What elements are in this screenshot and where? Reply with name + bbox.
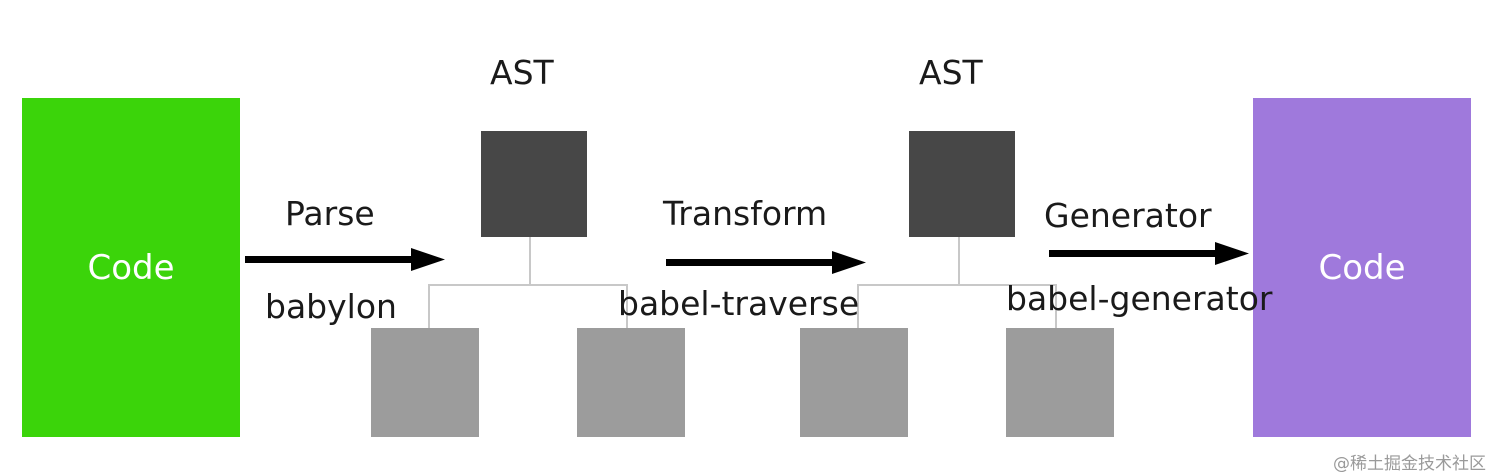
generator-arrow: [1049, 242, 1249, 265]
ast-left-drop-right: [626, 284, 628, 328]
ast-right-stem: [958, 237, 960, 285]
ast-right-child-node: [800, 328, 908, 437]
generator-tool-label: babel-generator: [1006, 279, 1273, 318]
transform-step-label: Transform: [663, 194, 828, 233]
parse-tool-label: babylon: [265, 287, 397, 326]
ast-right-drop-left: [857, 284, 859, 328]
output-code-label: Code: [1318, 247, 1406, 288]
parse-step-label: Parse: [285, 194, 375, 233]
ast-left-drop-left: [428, 284, 430, 328]
ast-right-branch: [857, 284, 1057, 286]
transform-tool-label: babel-traverse: [618, 284, 860, 323]
output-code-box: Code: [1253, 98, 1471, 437]
ast-right-title: AST: [919, 53, 983, 92]
ast-left-branch: [428, 284, 628, 286]
source-code-label: Code: [87, 247, 175, 288]
ast-left-child-node: [577, 328, 685, 437]
transform-arrow: [666, 251, 866, 274]
source-code-box: Code: [22, 98, 240, 437]
ast-left-stem: [529, 237, 531, 285]
watermark-text: @稀土掘金技术社区: [1333, 454, 1486, 474]
parse-arrow: [245, 248, 445, 271]
generator-step-label: Generator: [1044, 196, 1212, 235]
ast-right-drop-right: [1055, 284, 1057, 328]
ast-left-child-node: [371, 328, 479, 437]
ast-left-root-node: [481, 131, 587, 237]
ast-left-title: AST: [490, 53, 554, 92]
ast-right-child-node: [1006, 328, 1114, 437]
ast-right-root-node: [909, 131, 1015, 237]
